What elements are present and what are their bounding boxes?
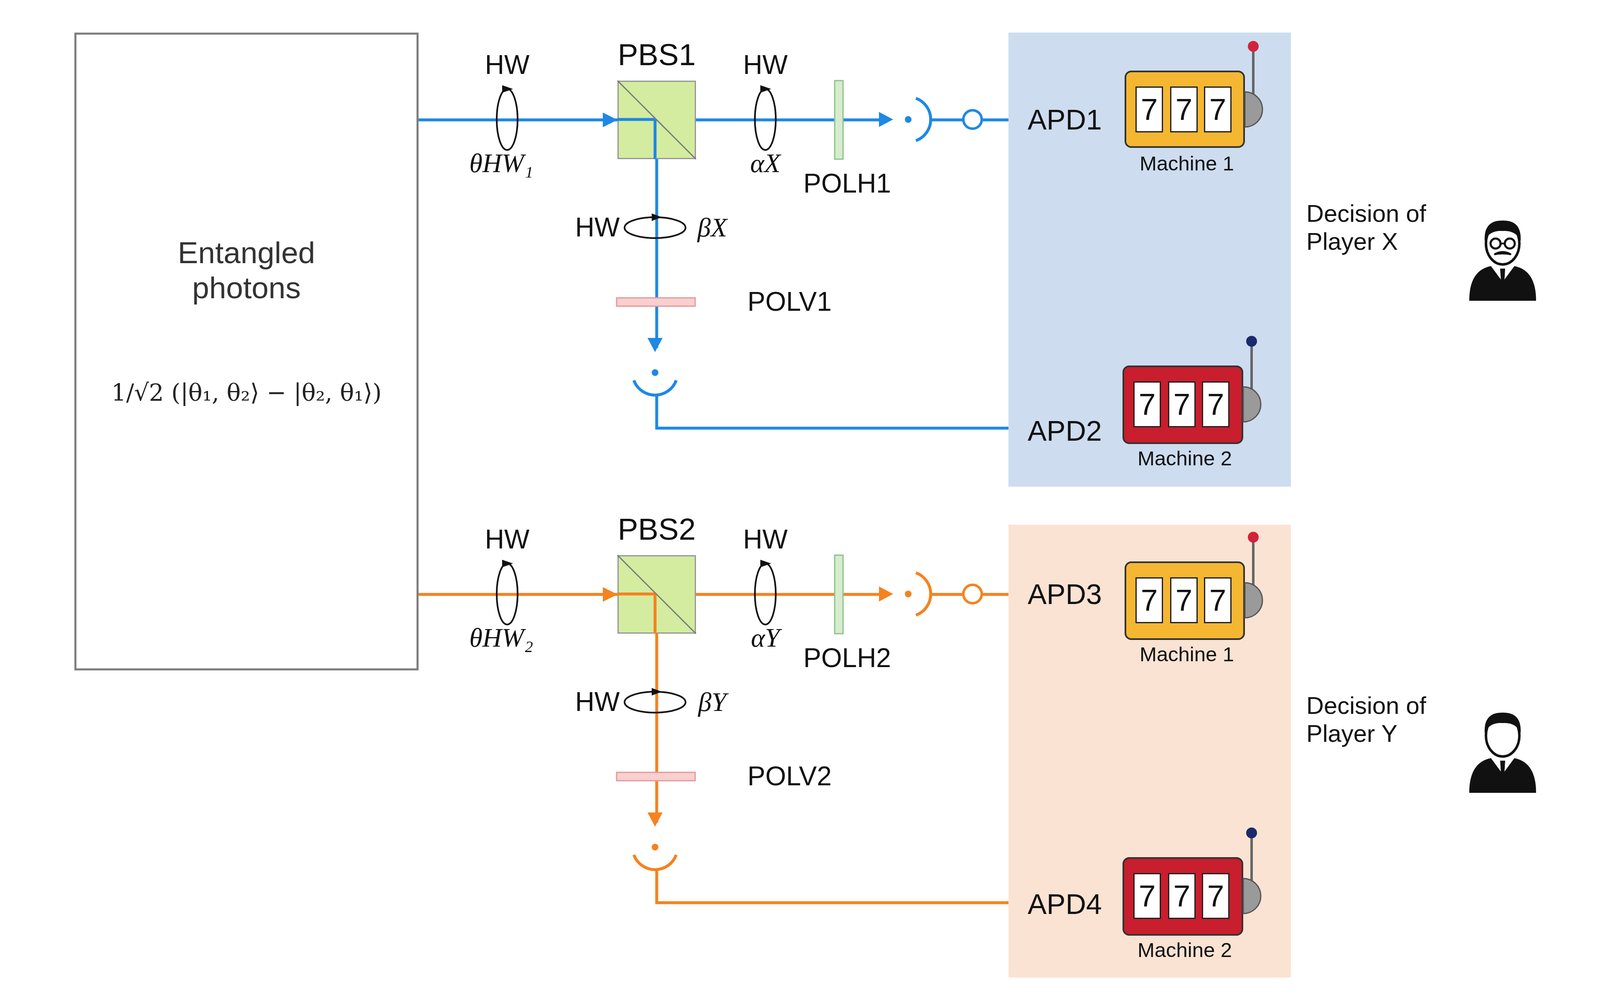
detector-label: APD4 [1027,887,1103,921]
reel-digit: 7 [1133,381,1161,428]
player-decision: Decision of Player X [1306,199,1461,256]
component-label: HW [575,212,620,244]
reel-digit: 7 [1203,86,1232,133]
component-label: POLV2 [747,761,832,793]
angle-label: θHW₁ [469,147,534,179]
angle-label: θHW₂ [469,622,534,654]
beam-path [656,159,1009,429]
player-icon [1469,712,1537,793]
reel-digit: 7 [1133,873,1161,920]
machine-label: Machine 2 [1137,938,1232,962]
angle-label: βY [698,686,727,718]
source-box: Entangled photons 1/√2 (|θ₁, θ₂⟩ − |θ₂, θ… [74,32,419,671]
component-label: HW [485,524,530,556]
component-label: POLV1 [747,286,832,318]
detector-label: APD3 [1027,577,1103,611]
reel-digit: 7 [1201,381,1230,428]
detector-label: APD2 [1027,414,1103,447]
reel-digit: 7 [1168,873,1196,920]
optical-arm [496,80,982,396]
beam-path [695,593,1009,597]
reel-digit: 7 [1168,381,1196,428]
splitter-label: PBS1 [617,37,696,73]
player-icon [1469,220,1537,301]
reel-digit: 7 [1170,577,1198,624]
angle-label: αY [750,622,780,654]
component-label: HW [485,49,530,81]
slot-machine: 777Machine 1 [1124,70,1245,148]
component-label: POLH1 [803,168,892,200]
slot-machine: 777Machine 2 [1122,857,1244,936]
reel-digit: 7 [1135,577,1164,624]
reel-digit: 7 [1135,86,1164,133]
component-label: HW [743,524,788,556]
state-formula: 1/√2 (|θ₁, θ₂⟩ − |θ₂, θ₁⟩) [111,379,382,407]
player-decision: Decision of Player Y [1306,691,1461,748]
source-title: Entangled photons [146,235,347,306]
slot-machine: 777Machine 2 [1122,365,1244,445]
component-label: HW [575,686,620,718]
reel-digit: 7 [1201,873,1230,920]
splitter-label: PBS2 [617,511,696,547]
component-label: POLH2 [803,642,892,674]
reel-digit: 7 [1170,86,1198,133]
detector-label: APD1 [1027,103,1103,136]
component-label: HW [743,49,788,81]
machine-label: Machine 1 [1139,642,1235,666]
reel-digit: 7 [1203,577,1232,624]
machine-label: Machine 2 [1137,446,1232,470]
angle-label: βX [697,212,728,244]
beam-path [656,633,1009,903]
angle-label: αX [750,147,781,179]
beam-path [695,118,1009,122]
optical-arm [496,555,982,870]
slot-machine: 777Machine 1 [1124,561,1245,640]
machine-label: Machine 1 [1139,151,1235,176]
